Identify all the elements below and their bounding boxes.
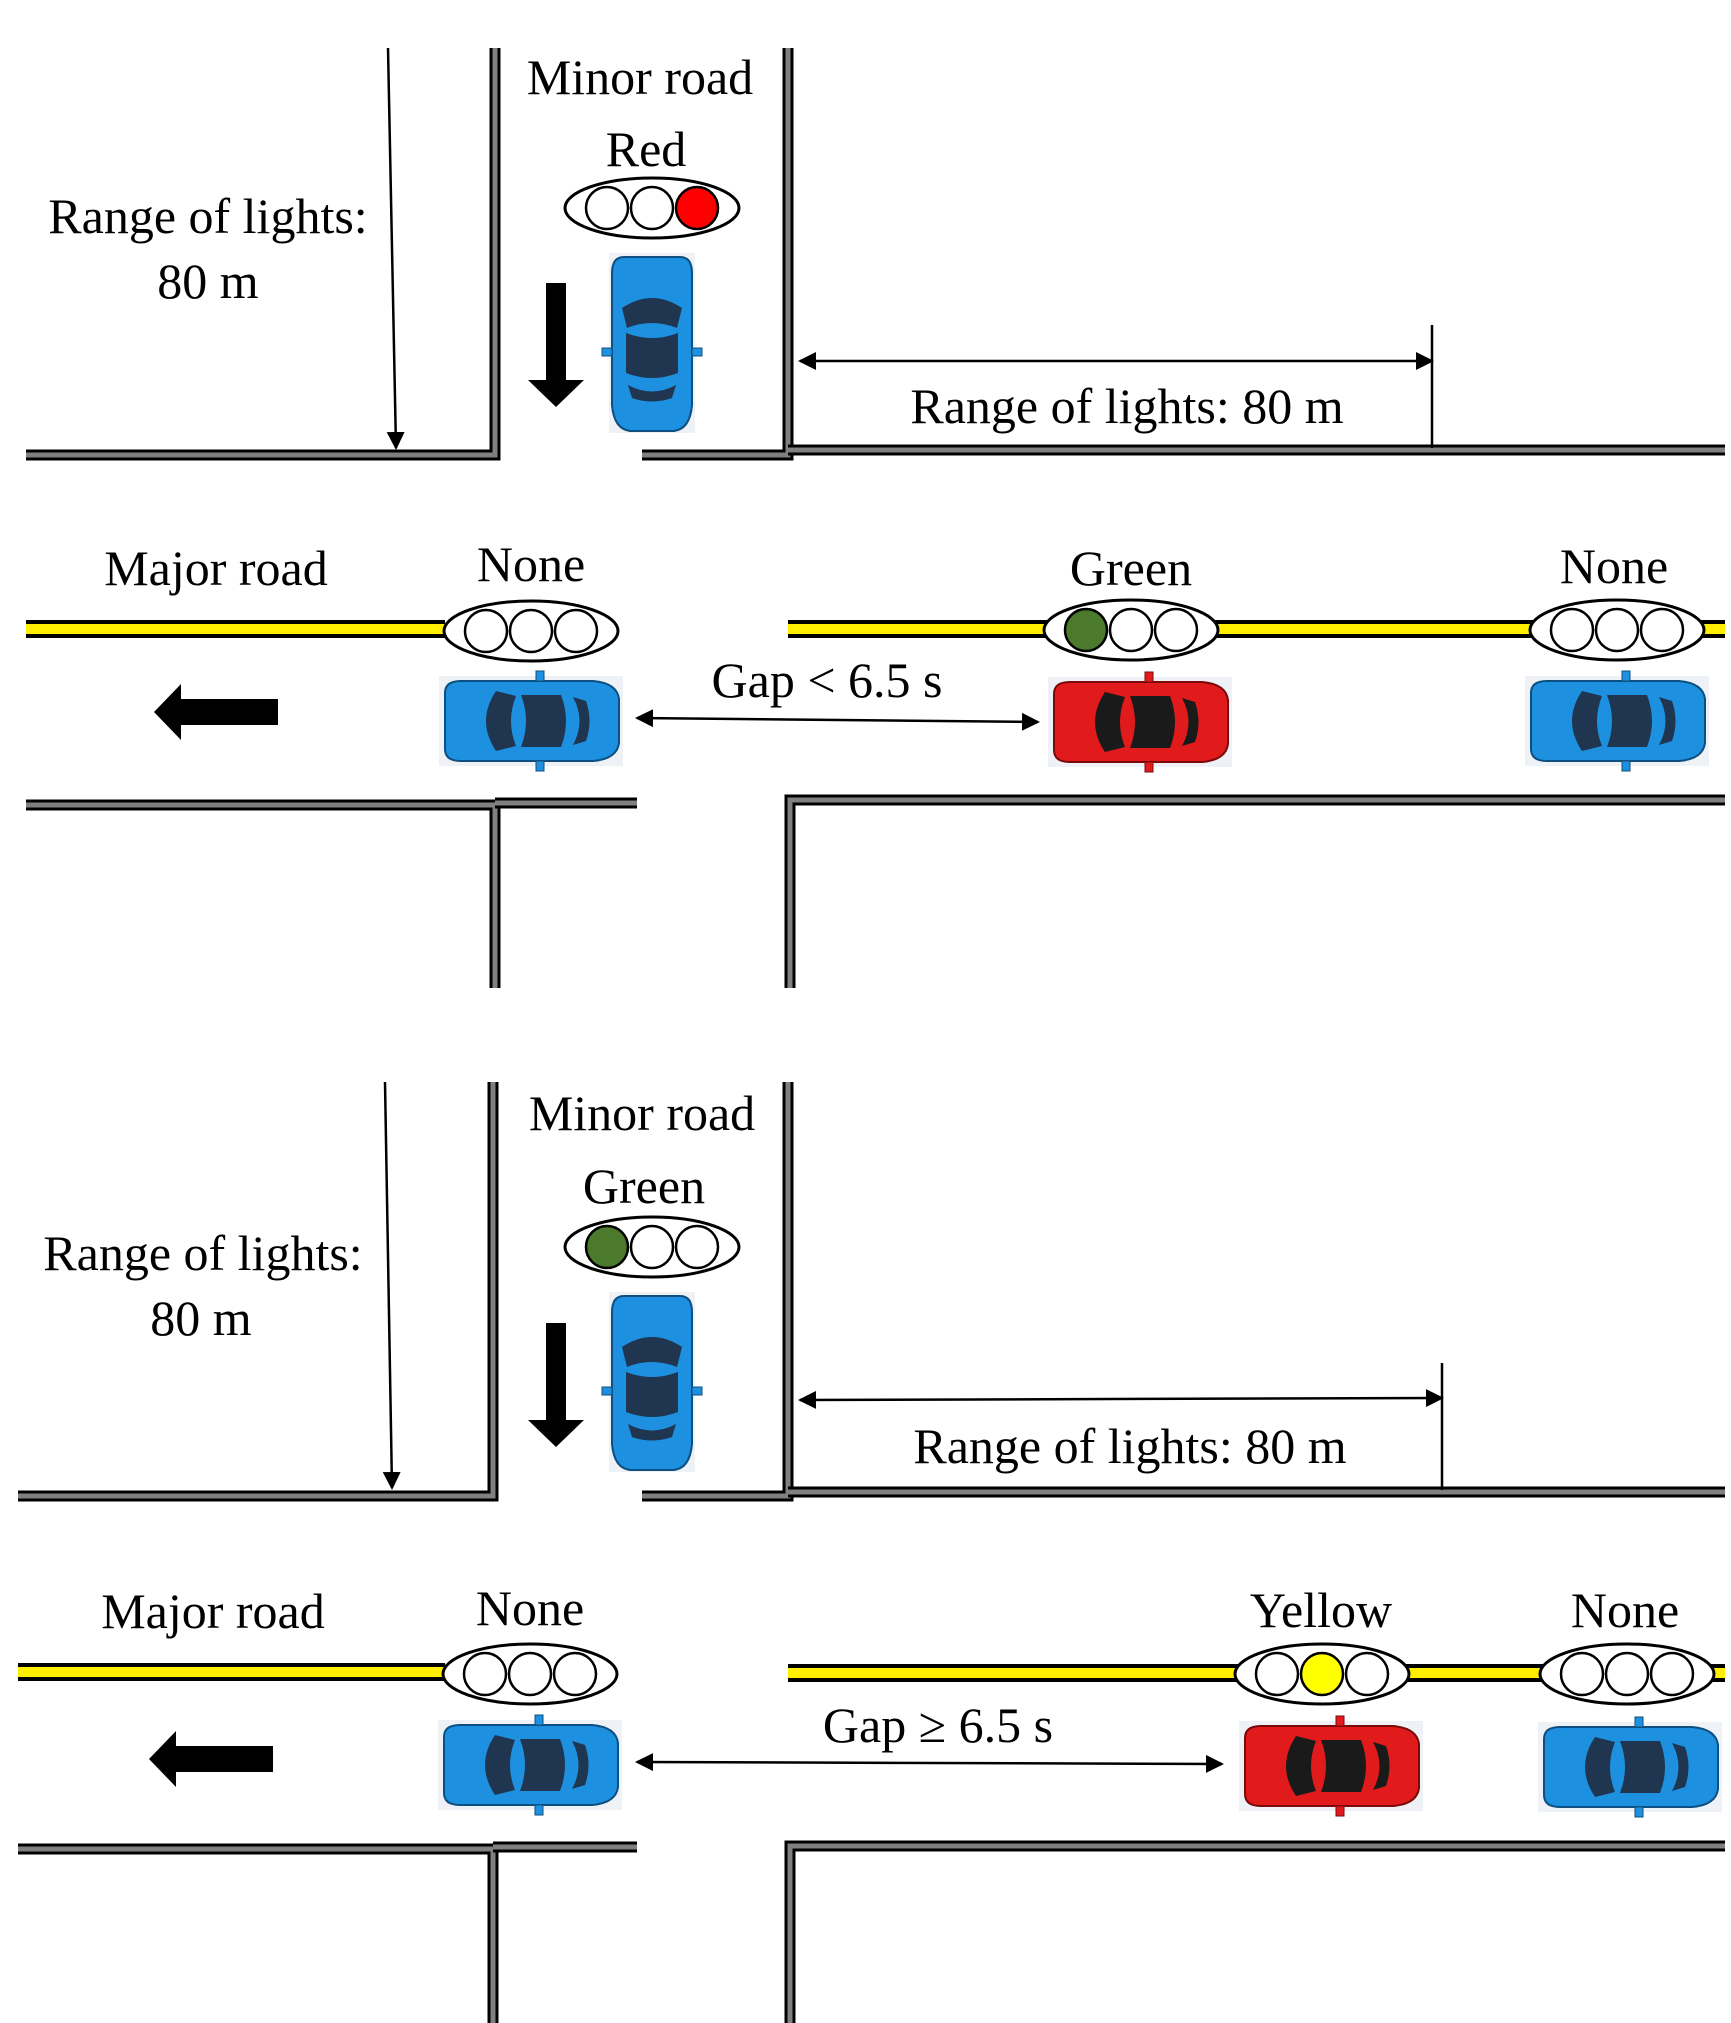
major-light-left-state: None bbox=[476, 1580, 584, 1636]
traffic-light-icon bbox=[563, 1215, 741, 1279]
center-line bbox=[18, 1663, 1725, 1682]
direction-arrow-icon bbox=[154, 684, 278, 740]
major-light-mid-state: Yellow bbox=[1250, 1582, 1392, 1638]
gap-arrow bbox=[635, 709, 1040, 731]
range-label-left-line2: 80 m bbox=[157, 253, 259, 309]
car-topdown-icon bbox=[1538, 1716, 1722, 1818]
major-road-label: Major road bbox=[104, 540, 328, 596]
gap-label: Gap < 6.5 s bbox=[712, 652, 943, 708]
major-light-right-state: None bbox=[1571, 1582, 1679, 1638]
range-label-left-line1: Range of lights: bbox=[43, 1225, 362, 1281]
car-topdown-icon bbox=[1525, 670, 1709, 772]
car-topdown-icon bbox=[439, 670, 623, 772]
range-arrow-left bbox=[382, 1081, 401, 1490]
car-topdown-icon bbox=[601, 1292, 703, 1472]
minor-road-label: Minor road bbox=[529, 1085, 755, 1141]
car-topdown-icon bbox=[438, 1714, 622, 1816]
traffic-light-icon bbox=[442, 599, 620, 663]
traffic-light-icon bbox=[1538, 1642, 1716, 1706]
road-edges bbox=[26, 48, 1725, 988]
car-topdown-icon bbox=[1239, 1715, 1423, 1817]
direction-arrow-icon bbox=[528, 283, 584, 407]
car-topdown-icon bbox=[1048, 671, 1232, 773]
direction-arrow-icon bbox=[528, 1323, 584, 1447]
panel-1: Range of lights: 80 m Range of lights: 8… bbox=[26, 47, 1725, 988]
minor-light-state-label: Green bbox=[583, 1158, 705, 1214]
major-light-mid-state: Green bbox=[1070, 540, 1192, 596]
car-topdown-icon bbox=[601, 253, 703, 433]
traffic-light-icon bbox=[1042, 598, 1220, 662]
range-label-left-line1: Range of lights: bbox=[48, 188, 367, 244]
traffic-light-icon bbox=[563, 176, 741, 240]
traffic-light-icon bbox=[1528, 598, 1706, 662]
panel-2: Range of lights: 80 m Range of lights: 8… bbox=[18, 1081, 1725, 2023]
road-edges bbox=[18, 1082, 1725, 2023]
range-arrow-left bbox=[386, 47, 405, 450]
range-label-left-line2: 80 m bbox=[150, 1290, 252, 1346]
range-label-right: Range of lights: 80 m bbox=[910, 378, 1343, 434]
direction-arrow-icon bbox=[149, 1731, 273, 1787]
minor-light-state-label: Red bbox=[606, 121, 687, 177]
minor-road-label: Minor road bbox=[527, 49, 753, 105]
range-label-right: Range of lights: 80 m bbox=[913, 1418, 1346, 1474]
major-road-label: Major road bbox=[101, 1583, 325, 1639]
traffic-light-icon bbox=[1233, 1642, 1411, 1706]
traffic-light-icon bbox=[441, 1642, 619, 1706]
major-light-left-state: None bbox=[477, 536, 585, 592]
gap-arrow bbox=[635, 1753, 1224, 1773]
gap-label: Gap ≥ 6.5 s bbox=[823, 1697, 1053, 1753]
range-arrow-right bbox=[798, 1389, 1444, 1409]
major-light-right-state: None bbox=[1560, 538, 1668, 594]
